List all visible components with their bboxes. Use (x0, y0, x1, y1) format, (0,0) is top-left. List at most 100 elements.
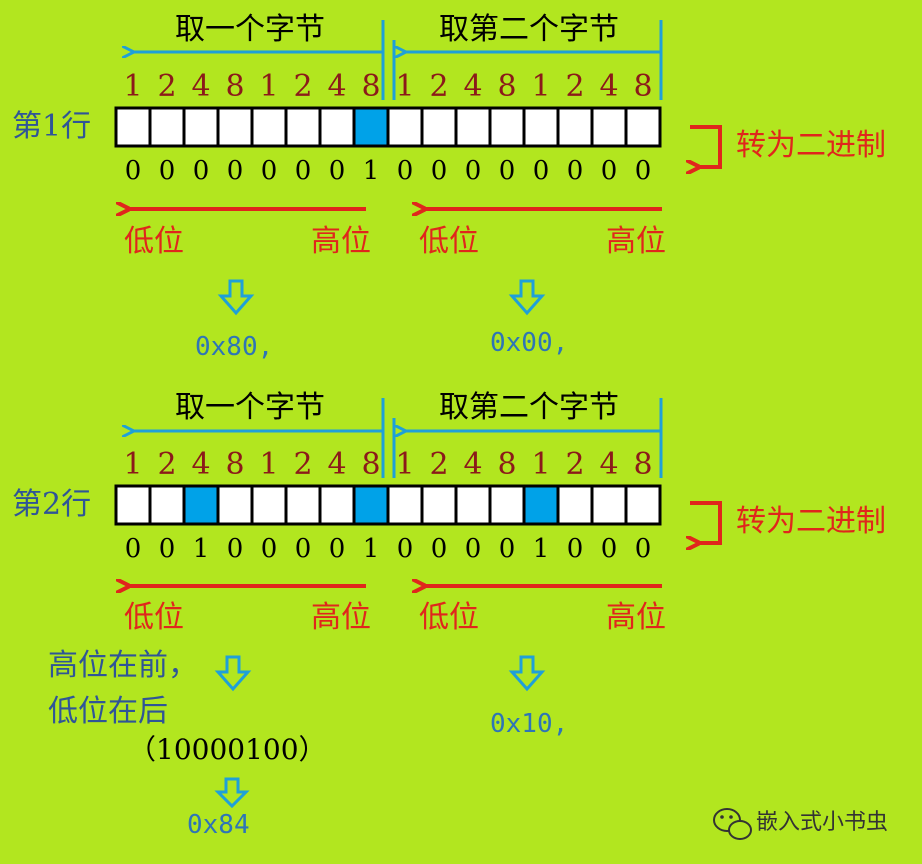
bit-weight: 2 (565, 447, 585, 482)
bit-cell (590, 106, 628, 148)
bit-weight: 1 (123, 69, 143, 104)
bit-value: 0 (260, 534, 278, 564)
bit-value: 0 (600, 156, 618, 186)
bit-value: 0 (396, 156, 414, 186)
bit-value: 0 (294, 534, 312, 564)
bit-weight: 1 (259, 447, 279, 482)
bit-weight: 4 (463, 447, 483, 482)
high-label: 高位 (311, 224, 371, 259)
high-label: 高位 (606, 600, 666, 635)
bit-weight: 2 (157, 447, 177, 482)
bit-cell (420, 484, 458, 526)
bit-weight: 1 (123, 447, 143, 482)
bit-weight: 1 (395, 69, 415, 104)
bit-cell (114, 484, 152, 526)
note-line-2: 低位在后 (48, 694, 168, 729)
first-byte-title: 取一个字节 (175, 12, 325, 47)
bit-cell (148, 106, 186, 148)
bit-weight: 8 (361, 69, 381, 104)
bit-weight: 1 (531, 69, 551, 104)
low-label: 低位 (124, 224, 184, 259)
down-arrow-icon (508, 279, 546, 316)
bit-cell (182, 106, 220, 148)
bit-value: 0 (634, 156, 652, 186)
bit-weight: 8 (225, 69, 245, 104)
bit-cell (148, 484, 186, 526)
bit-weight: 1 (395, 447, 415, 482)
bit-value: 0 (124, 534, 142, 564)
bit-cell (386, 484, 424, 526)
bit-value: 0 (600, 534, 618, 564)
bit-value: 0 (566, 156, 584, 186)
bit-weight: 2 (429, 69, 449, 104)
down-arrow-icon (214, 655, 252, 692)
bit-cell (590, 484, 628, 526)
bit-weight: 2 (565, 69, 585, 104)
bit-value: 0 (226, 156, 244, 186)
bit-weight: 8 (361, 447, 381, 482)
convert-arrow (690, 125, 722, 167)
bit-weight: 2 (293, 447, 313, 482)
down-arrow-icon (214, 777, 250, 809)
bit-weight: 8 (633, 447, 653, 482)
bit-weight: 1 (259, 69, 279, 104)
bit-weight: 2 (429, 447, 449, 482)
bit-cell (556, 484, 594, 526)
bit-cell (522, 106, 560, 148)
down-arrow-icon (508, 655, 546, 692)
bit-value: 0 (498, 156, 516, 186)
bit-weight: 1 (531, 447, 551, 482)
bit-value: 0 (158, 156, 176, 186)
down-arrow-icon (217, 279, 255, 316)
convert-arrow (690, 501, 722, 543)
bit-weight: 4 (191, 447, 211, 482)
bit-cell (556, 106, 594, 148)
row-label: 第1行 (12, 109, 92, 144)
hex-result: 0x84 (187, 810, 250, 840)
bit-cell (420, 106, 458, 148)
bit-cell-filled (182, 484, 220, 526)
bit-cell (284, 484, 322, 526)
bit-value: 0 (124, 156, 142, 186)
bit-weight: 2 (293, 69, 313, 104)
bit-value: 0 (328, 156, 346, 186)
bit-value: 0 (396, 534, 414, 564)
bit-weight: 8 (497, 69, 517, 104)
bit-cell (624, 484, 662, 526)
bit-value: 0 (498, 534, 516, 564)
bit-cell (624, 106, 662, 148)
row-label: 第2行 (12, 487, 92, 522)
section-2 (114, 398, 722, 809)
bit-cell (488, 484, 526, 526)
bit-weight: 4 (463, 69, 483, 104)
low-label: 低位 (419, 224, 479, 259)
second-byte-title: 取第二个字节 (439, 12, 619, 47)
bit-value: 0 (158, 534, 176, 564)
bit-weight: 8 (497, 447, 517, 482)
bit-weight: 8 (633, 69, 653, 104)
bit-value: 0 (294, 156, 312, 186)
low-label: 低位 (419, 600, 479, 635)
bit-value: 0 (226, 534, 244, 564)
bit-value: 1 (192, 534, 210, 564)
bit-cell-filled (352, 106, 390, 148)
bit-cell (250, 106, 288, 148)
bit-cell (318, 484, 356, 526)
high-label: 高位 (606, 224, 666, 259)
bit-value: 0 (260, 156, 278, 186)
note-line-1: 高位在前， (48, 648, 198, 683)
low-label: 低位 (124, 600, 184, 635)
first-byte-title: 取一个字节 (175, 390, 325, 425)
wechat-icon (713, 808, 752, 840)
bit-value: 0 (532, 156, 550, 186)
bit-value: 0 (464, 534, 482, 564)
bit-cell-filled (352, 484, 390, 526)
bit-cell (216, 484, 254, 526)
bit-value: 0 (430, 156, 448, 186)
bit-value: 0 (566, 534, 584, 564)
bit-value: 0 (328, 534, 346, 564)
bit-grid (114, 484, 662, 526)
bit-cell (318, 106, 356, 148)
bit-value: 0 (430, 534, 448, 564)
